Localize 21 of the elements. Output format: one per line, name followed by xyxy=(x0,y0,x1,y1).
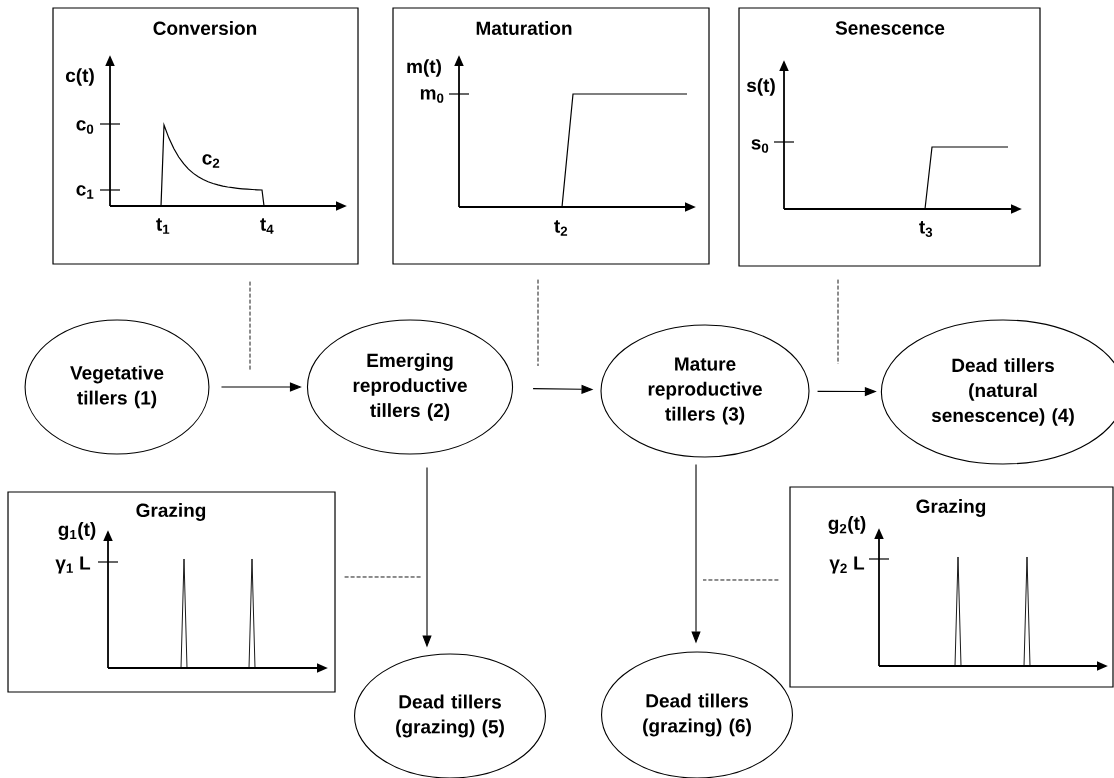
axis-label: g$_{1}$(t) xyxy=(58,522,96,540)
axis-label: t$_{4}$ xyxy=(260,218,274,234)
dashed-line xyxy=(837,279,839,365)
axis-label: c$_{1}$ xyxy=(76,185,94,199)
axis-label: s$_{0}$ xyxy=(751,139,769,153)
axis-label: t$_{1}$ xyxy=(156,218,170,234)
axis-label: c$_{2}$ xyxy=(202,154,220,168)
dashed-line xyxy=(702,579,779,581)
axis-label: c$_{0}$ xyxy=(76,120,94,134)
axis-label: s(t) xyxy=(746,78,775,96)
dashed-line xyxy=(344,576,423,578)
axis-label: m(t) xyxy=(407,59,441,77)
axis-label: γ$_{2}$ L xyxy=(829,556,865,574)
axis-label: m$_{0}$ xyxy=(420,89,444,103)
axis-label: t$_{2}$ xyxy=(554,220,568,236)
axis-label: γ$_{1}$ L xyxy=(55,556,91,574)
dashed-line xyxy=(249,281,251,371)
axis-label: g$_{2}$(t) xyxy=(828,516,866,534)
dashed-line xyxy=(537,279,539,367)
axis-label: c(t) xyxy=(65,68,94,86)
axis-label: t$_{3}$ xyxy=(919,221,933,237)
